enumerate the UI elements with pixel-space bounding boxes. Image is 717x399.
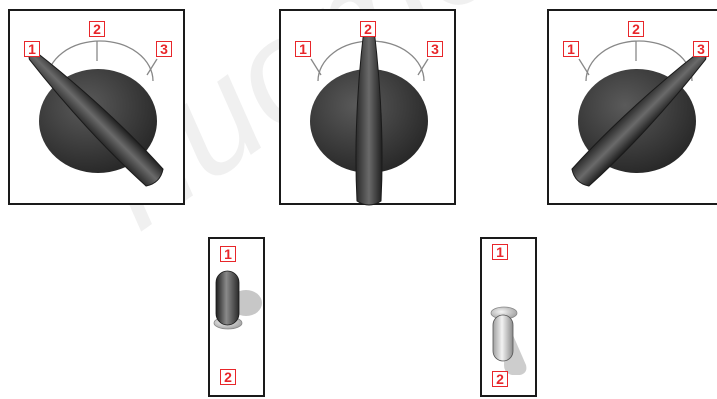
rotary-switch-position-3[interactable]: 1 2 3	[547, 9, 717, 205]
toggle-switch-position-1[interactable]: 1 2	[208, 237, 265, 397]
rotary-switch-position-1[interactable]: 1 2 3	[8, 9, 185, 205]
position-label-3: 3	[156, 41, 172, 57]
position-label-1: 1	[563, 41, 579, 57]
position-label-3: 3	[427, 41, 443, 57]
position-label-3: 3	[693, 41, 709, 57]
tick-line	[311, 59, 321, 75]
toggle-lever	[493, 315, 513, 361]
position-label-2: 2	[492, 371, 508, 387]
position-label-2: 2	[89, 21, 105, 37]
toggle-switch-graphic	[482, 239, 539, 399]
toggle-lever	[216, 271, 239, 325]
tick-line	[579, 59, 589, 75]
rotary-switch-position-2[interactable]: 1 2 3	[279, 9, 456, 205]
position-label-2: 2	[360, 21, 376, 37]
position-label-1: 1	[492, 244, 508, 260]
position-label-1: 1	[295, 41, 311, 57]
knob-pointer	[356, 25, 382, 205]
position-label-1: 1	[24, 41, 40, 57]
toggle-switch-position-2[interactable]: 1 2	[480, 237, 537, 397]
toggle-switch-graphic	[210, 239, 267, 399]
position-label-2: 2	[628, 21, 644, 37]
position-label-1: 1	[220, 246, 236, 262]
position-label-2: 2	[220, 369, 236, 385]
